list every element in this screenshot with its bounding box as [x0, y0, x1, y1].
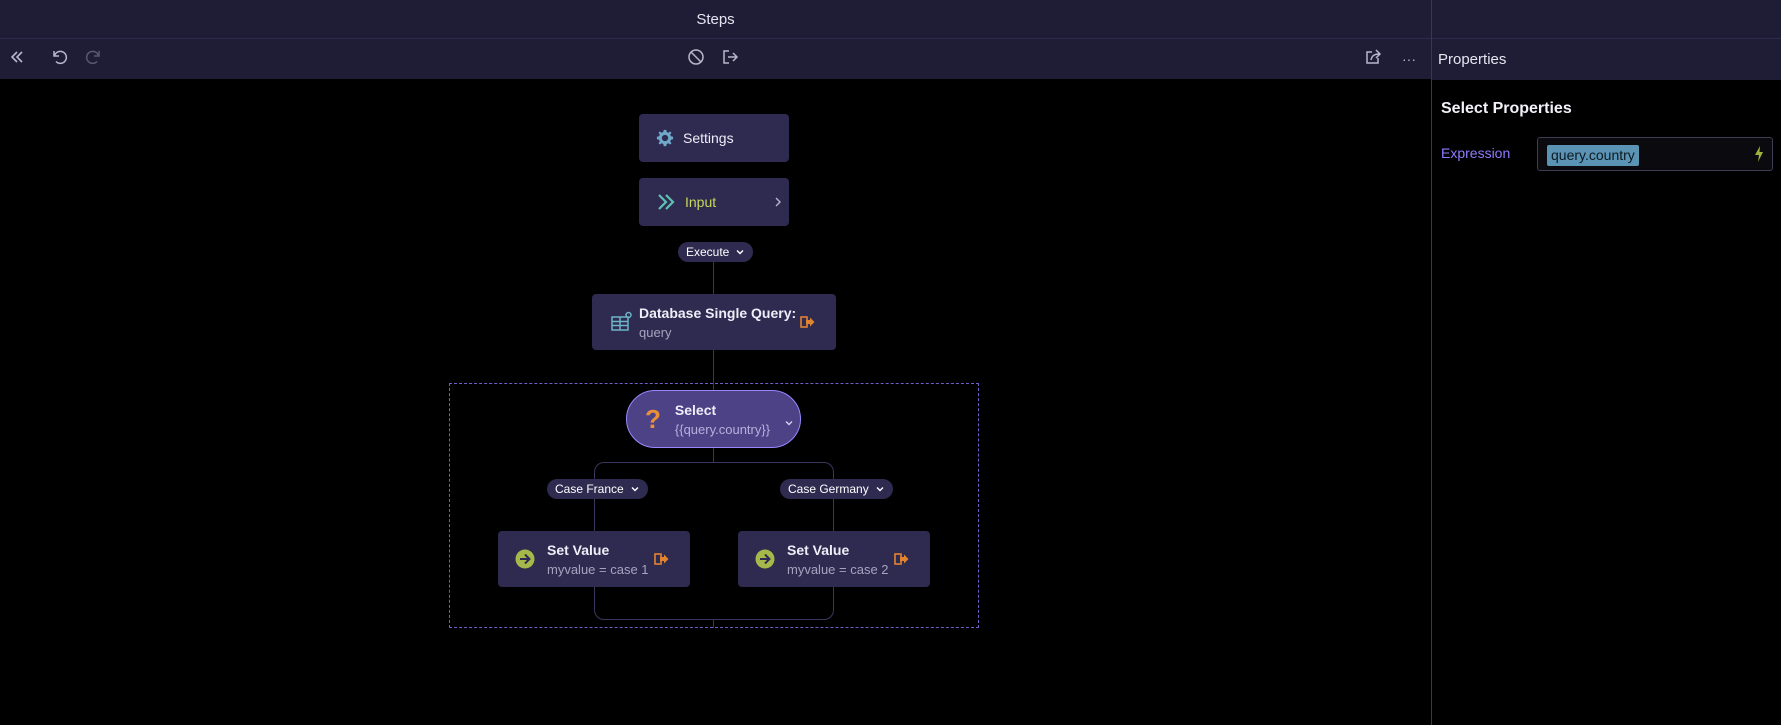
case-france-pill[interactable]: Case France — [547, 479, 648, 499]
double-chevron-right-icon — [656, 193, 676, 211]
arrow-right-circle-icon — [755, 549, 775, 569]
properties-panel: Properties Select Properties Expression … — [1431, 0, 1781, 725]
selection-box — [449, 383, 979, 628]
disable-button[interactable] — [683, 47, 709, 71]
question-icon: ? — [645, 404, 661, 434]
chevron-down-icon — [735, 247, 745, 257]
set-value-subtitle: myvalue = case 2 — [787, 561, 889, 577]
more-menu-button[interactable]: ··· — [1402, 51, 1416, 67]
undo-icon — [50, 48, 68, 71]
table-icon — [610, 311, 632, 333]
exit-icon — [654, 552, 670, 566]
case-france-label: Case France — [555, 482, 624, 496]
connector — [713, 448, 714, 462]
select-subtitle: {{query.country}} — [674, 421, 771, 437]
share-button[interactable] — [1360, 47, 1386, 71]
set-value-title: Set Value — [547, 541, 610, 558]
exit-icon — [894, 552, 910, 566]
connector — [713, 620, 714, 628]
double-chevron-left-icon — [8, 48, 26, 71]
connector — [713, 261, 714, 294]
set-value-node[interactable]: Set Value myvalue = case 2 — [738, 531, 930, 587]
properties-header: Properties — [1438, 50, 1507, 68]
chevron-down-icon — [630, 484, 640, 494]
exit-icon — [721, 48, 739, 71]
case-germany-pill[interactable]: Case Germany — [780, 479, 893, 499]
set-value-title: Set Value — [787, 541, 850, 558]
execute-label: Execute — [686, 245, 730, 259]
properties-body: Select Properties Expression query.count… — [1432, 80, 1781, 725]
steps-editor: Steps — [0, 0, 1431, 628]
set-value-node[interactable]: Set Value myvalue = case 1 — [498, 531, 690, 587]
chevron-down-icon — [875, 484, 885, 494]
panel-topbar — [1432, 0, 1781, 39]
editor-toolbar: ··· — [0, 39, 1431, 79]
redo-button[interactable] — [81, 47, 107, 71]
settings-label: Settings — [683, 130, 734, 146]
db-query-subtitle: query — [639, 324, 672, 340]
settings-node[interactable]: Settings — [639, 114, 789, 162]
arrow-right-circle-icon — [515, 549, 535, 569]
exit-button[interactable] — [717, 47, 743, 71]
exit-icon — [800, 315, 816, 329]
window-title: Steps — [0, 0, 1431, 39]
expression-value: query.country — [1547, 145, 1639, 166]
input-node[interactable]: Input — [639, 178, 789, 226]
database-query-node[interactable]: Database Single Query: query — [592, 294, 836, 350]
connector — [713, 350, 714, 390]
lightning-icon[interactable] — [1753, 146, 1765, 162]
disable-icon — [687, 48, 705, 71]
db-query-title: Database Single Query: — [639, 304, 797, 321]
chevron-down-icon — [784, 415, 794, 426]
chevron-right-icon — [773, 195, 783, 207]
execute-pill[interactable]: Execute — [678, 242, 754, 262]
set-value-subtitle: myvalue = case 1 — [547, 561, 649, 577]
share-icon — [1364, 48, 1382, 71]
gear-icon — [656, 129, 674, 147]
input-label: Input — [685, 194, 717, 210]
undo-button[interactable] — [46, 47, 72, 71]
select-node[interactable]: ? Select {{query.country}} — [626, 390, 801, 448]
redo-icon — [85, 48, 103, 71]
select-title: Select — [674, 401, 717, 418]
collapse-button[interactable] — [4, 47, 30, 71]
expression-field[interactable]: query.country — [1537, 137, 1773, 171]
expression-label: Expression — [1441, 145, 1511, 161]
section-title: Select Properties — [1441, 100, 1572, 117]
case-germany-label: Case Germany — [788, 482, 869, 496]
